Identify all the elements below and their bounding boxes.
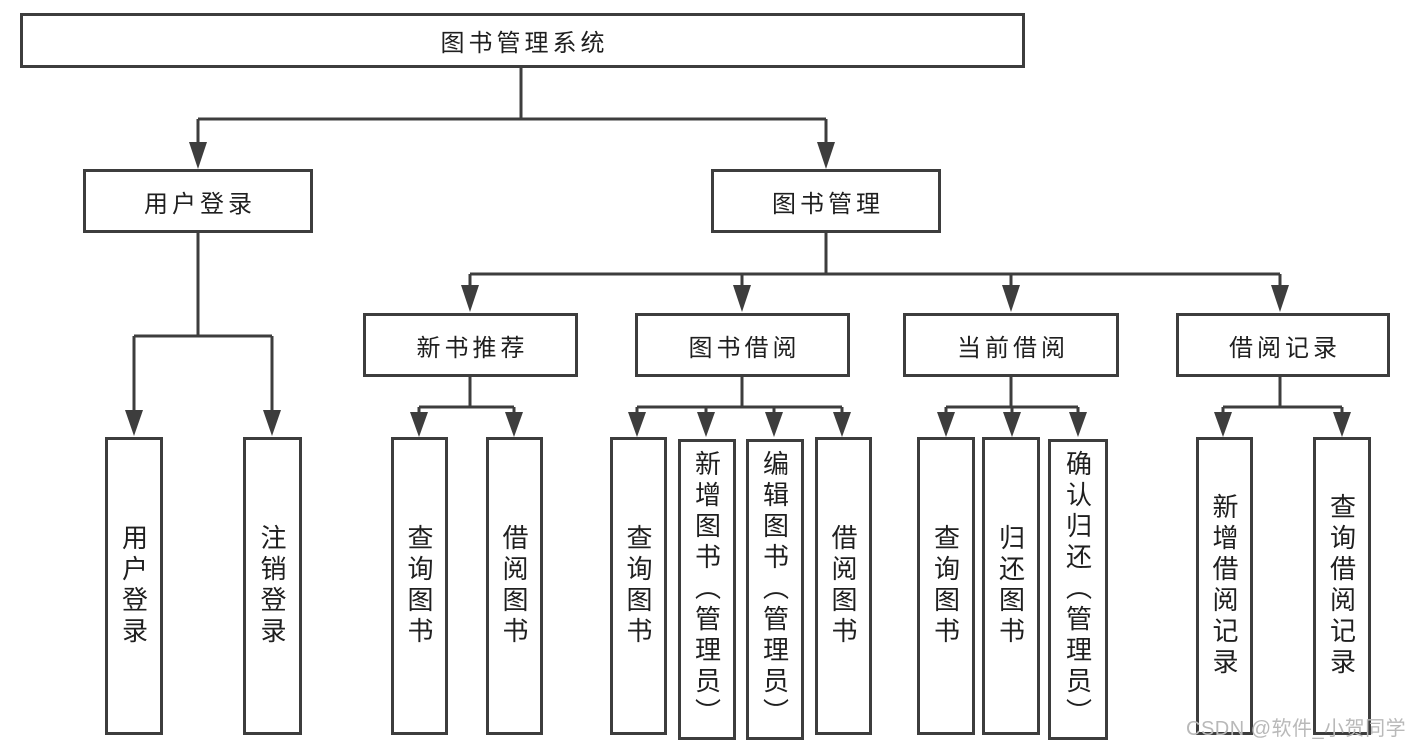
leaf-return-book: 归还图书	[982, 437, 1040, 735]
node-label: 图书管理	[772, 190, 884, 218]
leaf-add-book-admin: 新增图书（管理员）	[678, 439, 736, 740]
node-label: 注销登录	[257, 524, 287, 648]
node-borrow-records: 借阅记录	[1176, 313, 1390, 377]
node-label: 确认归还（管理员）	[1062, 450, 1093, 729]
node-label: 查询图书	[930, 524, 961, 648]
csdn-watermark: CSDN @软件_小贺同学	[1186, 718, 1405, 740]
node-label: 当前借阅	[957, 334, 1069, 362]
node-label: 查询图书	[623, 524, 653, 648]
leaf-query-books-borrow: 查询图书	[610, 437, 667, 735]
leaf-borrow-books-recommend: 借阅图书	[486, 437, 543, 735]
leaf-logout: 注销登录	[243, 437, 302, 735]
node-new-book-recommend: 新书推荐	[363, 313, 578, 377]
node-user-login: 用户登录	[83, 169, 313, 233]
node-label: 图书借阅	[688, 334, 801, 362]
node-label: 新增借阅记录	[1209, 493, 1239, 679]
node-label: 查询借阅记录	[1326, 493, 1357, 679]
node-book-management: 图书管理	[711, 169, 941, 233]
node-label: 归还图书	[995, 524, 1026, 648]
node-label: 借阅图书	[499, 524, 529, 648]
node-label: 图书管理系统	[440, 30, 609, 57]
leaf-query-books-recommend: 查询图书	[391, 437, 448, 735]
leaf-user-login: 用户登录	[105, 437, 163, 735]
leaf-query-books-current: 查询图书	[917, 437, 975, 735]
node-library-management-system: 图书管理系统	[20, 13, 1025, 68]
node-label: 新增图书（管理员）	[691, 450, 722, 729]
node-label: 查询图书	[404, 524, 434, 648]
node-label: 编辑图书（管理员）	[759, 450, 790, 729]
leaf-query-borrow-record: 查询借阅记录	[1313, 437, 1371, 735]
leaf-add-borrow-record: 新增借阅记录	[1196, 437, 1253, 735]
node-label: 新书推荐	[416, 334, 529, 362]
node-label: 借阅记录	[1229, 334, 1341, 362]
node-label: 用户登录	[118, 524, 149, 648]
node-label: 借阅图书	[828, 524, 858, 648]
node-current-borrow: 当前借阅	[903, 313, 1119, 377]
leaf-borrow-books-borrow: 借阅图书	[815, 437, 872, 735]
leaf-edit-book-admin: 编辑图书（管理员）	[746, 439, 804, 740]
node-book-borrow: 图书借阅	[635, 313, 850, 377]
leaf-confirm-return-admin: 确认归还（管理员）	[1048, 439, 1108, 740]
node-label: 用户登录	[144, 190, 256, 218]
